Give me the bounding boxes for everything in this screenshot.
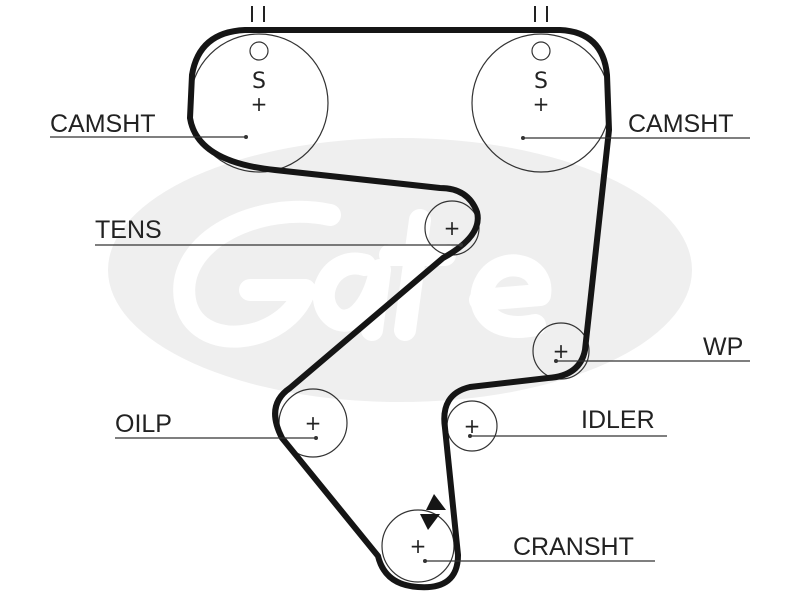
label-camshaft-left: CAMSHT [50,110,156,138]
label-camshaft-right: CAMSHT [628,110,734,138]
leader-dot-oil-pump [314,436,318,440]
label-crankshaft: CRANSHT [513,533,634,561]
label-oil-pump: OILP [115,410,172,438]
center-mark-camshaft-right: + [533,92,550,116]
center-mark-water-pump: + [553,339,570,363]
label-tensioner: TENS [95,216,162,244]
center-mark-crankshaft: + [410,534,427,558]
center-mark-tensioner: + [444,216,461,240]
double-tick-icon [534,6,548,22]
camshaft-right-timing-mark: S [534,69,548,94]
leader-dot-idler [468,434,472,438]
leader-dot-camshaft-left [244,135,248,139]
leader-dot-camshaft-right [521,136,525,140]
leader-dot-water-pump [554,359,558,363]
leader-dot-crankshaft [423,559,427,563]
label-water-pump: WP [703,333,743,361]
gates-watermark-logo [108,138,692,402]
center-mark-oil-pump: + [305,411,322,435]
center-mark-idler: + [464,414,481,438]
pulley-crankshaft [381,509,455,583]
camshaft-left-timing-mark: S [252,69,266,94]
double-tick-icon [251,6,265,22]
center-mark-camshaft-left: + [251,92,268,116]
label-idler: IDLER [581,406,655,434]
leader-dot-tensioner [459,243,463,247]
rotation-arrow-icon [420,494,446,530]
